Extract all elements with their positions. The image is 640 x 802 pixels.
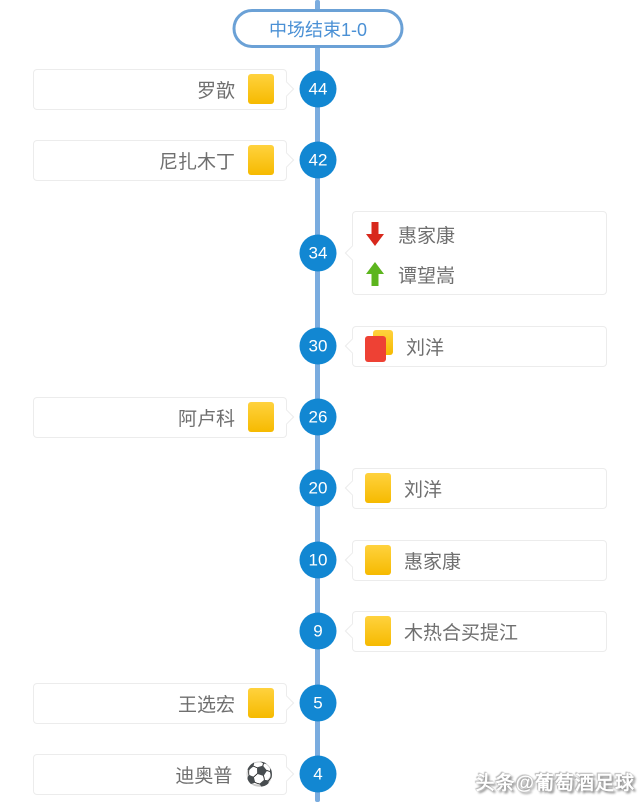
event-box-34min: 惠家康谭望嵩	[344, 211, 607, 295]
player-name: 尼扎木丁	[158, 151, 235, 173]
minute-circle: 34	[299, 234, 337, 272]
minute-circle: 20	[299, 469, 337, 507]
yellow-card-icon	[365, 616, 391, 646]
minute-circle: 9	[299, 612, 337, 650]
event-box-42min: 尼扎木丁	[33, 139, 295, 181]
player-name: 惠家康	[398, 225, 456, 247]
player-name: 谭望嵩	[398, 265, 456, 287]
minute-circle: 10	[299, 541, 337, 579]
player-name: 罗歆	[196, 80, 235, 102]
event-row: 惠家康	[353, 214, 606, 254]
event-box-30min: 刘洋	[344, 325, 607, 367]
minute-circle: 26	[299, 398, 337, 436]
yellow-card-icon	[248, 402, 274, 432]
second-yellow-red-card-icon	[365, 330, 393, 362]
minute-circle: 44	[299, 70, 337, 108]
halftime-score-pill: 中场结束1-0	[232, 9, 404, 48]
event-box-20min: 刘洋	[344, 467, 607, 509]
event-row: 惠家康	[353, 541, 606, 580]
event-box-44min: 罗歆	[33, 68, 295, 110]
minute-circle: 4	[299, 755, 337, 793]
yellow-card-icon	[248, 688, 274, 718]
minute-circle: 30	[299, 327, 337, 365]
player-name: 迪奥普	[175, 765, 233, 787]
goal-ball-icon: ⚽	[245, 760, 274, 787]
sub-out-arrow-icon	[365, 221, 385, 247]
yellow-card-icon	[365, 473, 391, 503]
player-name: 木热合买提江	[404, 622, 519, 644]
player-name: 王选宏	[177, 694, 235, 716]
event-row: 木热合买提江	[353, 612, 606, 651]
event-row: 谭望嵩	[353, 254, 606, 294]
event-row: 王选宏	[34, 684, 286, 723]
minute-circle: 5	[299, 684, 337, 722]
watermark: 头条@葡萄酒足球	[475, 773, 635, 794]
player-name: 刘洋	[406, 337, 445, 359]
sub-in-arrow-icon	[365, 261, 385, 287]
player-name: 阿卢科	[177, 408, 235, 430]
halftime-score-label: 中场结束1-0	[268, 19, 367, 40]
event-row: 阿卢科	[34, 398, 286, 437]
event-box-4min: 迪奥普 ⚽	[33, 753, 295, 795]
yellow-card-icon	[248, 145, 274, 175]
event-row: 刘洋	[353, 327, 606, 366]
player-name: 惠家康	[404, 551, 462, 573]
event-row: 罗歆	[34, 70, 286, 109]
event-box-9min: 木热合买提江	[344, 610, 607, 652]
event-box-10min: 惠家康	[344, 539, 607, 581]
event-row: 尼扎木丁	[34, 141, 286, 180]
minute-circle: 42	[299, 141, 337, 179]
yellow-card-icon	[248, 74, 274, 104]
yellow-card-icon	[365, 545, 391, 575]
event-row: 刘洋	[353, 469, 606, 508]
event-box-26min: 阿卢科	[33, 396, 295, 438]
event-row: 迪奥普 ⚽	[34, 755, 286, 794]
event-box-5min: 王选宏	[33, 682, 295, 724]
player-name: 刘洋	[404, 479, 443, 501]
